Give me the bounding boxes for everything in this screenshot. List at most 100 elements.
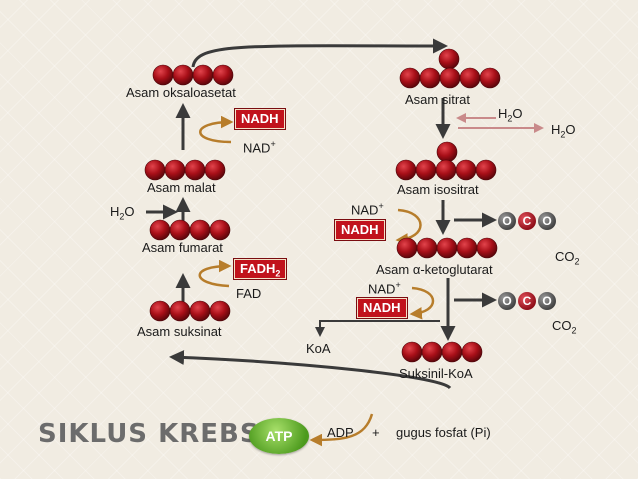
arrow-oksaloasetat-to-sitrat — [191, 38, 448, 68]
adp-label: ADP — [327, 425, 354, 440]
arrow-nad-to-nadh-1 — [199, 115, 234, 144]
carbon-bead — [209, 219, 231, 241]
nadh-badge-1: NADH — [235, 109, 285, 129]
carbon-bead — [204, 159, 226, 181]
co2-o-atom: O — [538, 212, 556, 230]
arrow-adp-to-atp — [309, 413, 374, 447]
label-suksinil-koa: Suksinil-KoA — [399, 366, 473, 381]
co2-c-atom: C — [518, 292, 536, 310]
co2-o-atom: O — [498, 212, 516, 230]
atp-badge: ATP — [249, 418, 309, 454]
fadh2-base: FADH — [240, 261, 276, 276]
carbon-bead — [144, 159, 166, 181]
carbon-bead — [212, 64, 234, 86]
carbon-bead — [476, 237, 498, 259]
carbon-bead — [189, 300, 211, 322]
carbon-bead — [152, 64, 174, 86]
h2o-label-out: H2O — [551, 122, 576, 143]
carbon-bead — [439, 67, 461, 89]
carbon-bead — [169, 219, 191, 241]
carbon-bead — [149, 300, 171, 322]
label-suksinat: Asam suksinat — [137, 324, 222, 339]
carbon-bead — [479, 67, 501, 89]
co2-molecule-1: O C O — [498, 212, 558, 230]
h2o-h-1: H — [110, 204, 120, 219]
nadh-badge-3: NADH — [357, 298, 407, 318]
carbon-bead — [438, 48, 460, 70]
plus-sign: + — [372, 425, 380, 440]
carbon-bead — [461, 341, 483, 363]
carbon-bead — [396, 237, 418, 259]
fadh2-badge: FADH2 — [234, 259, 287, 279]
carbon-bead — [459, 67, 481, 89]
carbon-bead — [192, 64, 214, 86]
carbon-bead — [415, 159, 437, 181]
co2-base-1: CO — [555, 249, 575, 264]
arrow-nad-to-nadh-2 — [395, 208, 422, 246]
arrow-nad-to-nadh-3 — [409, 286, 434, 320]
label-ketoglutarat: Asam α-ketoglutarat — [376, 262, 493, 277]
nad-sup-2: + — [378, 201, 384, 211]
h2o-sub-2: 2 — [507, 113, 513, 124]
nadh-badge-2: NADH — [335, 220, 385, 240]
carbon-bead — [169, 300, 191, 322]
fad-label: FAD — [236, 286, 262, 301]
co2-sub-1: 2 — [574, 256, 580, 267]
nad-label-1: NAD+ — [243, 137, 276, 155]
label-oksaloasetat: Asam oksaloasetat — [126, 85, 236, 100]
carbon-bead — [149, 219, 171, 241]
nad-base-2: NAD — [351, 202, 379, 218]
co2-molecule-2: O C O — [498, 292, 558, 310]
h2o-sub-1: 2 — [119, 211, 125, 222]
h2o-o-1: O — [124, 204, 135, 219]
carbon-bead — [436, 141, 458, 163]
co2-c-atom: C — [518, 212, 536, 230]
nad-base-3: NAD — [368, 281, 396, 297]
nad-base-1: NAD — [243, 140, 271, 156]
h2o-o-3: O — [565, 122, 576, 137]
nad-sup-1: + — [270, 139, 276, 149]
nad-sup-3: + — [395, 280, 401, 290]
carbon-bead — [172, 64, 194, 86]
co2-o-atom: O — [498, 292, 516, 310]
label-fumarat: Asam fumarat — [142, 240, 223, 255]
carbon-bead — [436, 237, 458, 259]
carbon-bead — [441, 341, 463, 363]
fadh2-sub: 2 — [275, 268, 281, 279]
carbon-bead — [419, 67, 441, 89]
carbon-bead — [456, 237, 478, 259]
co2-label-2: CO2 — [552, 318, 577, 339]
carbon-bead — [399, 67, 421, 89]
carbon-bead — [416, 237, 438, 259]
carbon-bead — [164, 159, 186, 181]
label-malat: Asam malat — [147, 180, 216, 195]
nad-label-2: NAD+ — [351, 199, 384, 217]
h2o-h-2: H — [498, 106, 508, 121]
arrow-koa-branch — [315, 320, 440, 337]
carbon-bead — [395, 159, 417, 181]
h2o-label-malat: H2O — [110, 204, 135, 225]
carbon-bead — [209, 300, 231, 322]
co2-base-2: CO — [552, 318, 572, 333]
carbon-bead — [475, 159, 497, 181]
co2-o-atom: O — [538, 292, 556, 310]
carbon-bead — [435, 159, 457, 181]
page-title: SIKLUS KREBS — [38, 419, 260, 449]
h2o-label-in: H2O — [498, 106, 523, 127]
co2-sub-2: 2 — [571, 325, 577, 336]
arrow-suksinil-to-suksinat — [169, 349, 452, 390]
koa-label: KoA — [306, 341, 331, 356]
h2o-h-3: H — [551, 122, 561, 137]
co2-label-1: CO2 — [555, 249, 580, 270]
carbon-bead — [455, 159, 477, 181]
h2o-o-2: O — [512, 106, 523, 121]
carbon-bead — [401, 341, 423, 363]
label-isositrat: Asam isositrat — [397, 182, 479, 197]
carbon-bead — [421, 341, 443, 363]
h2o-sub-3: 2 — [560, 129, 566, 140]
carbon-bead — [184, 159, 206, 181]
nad-label-3: NAD+ — [368, 278, 401, 296]
label-sitrat: Asam sitrat — [405, 92, 471, 107]
